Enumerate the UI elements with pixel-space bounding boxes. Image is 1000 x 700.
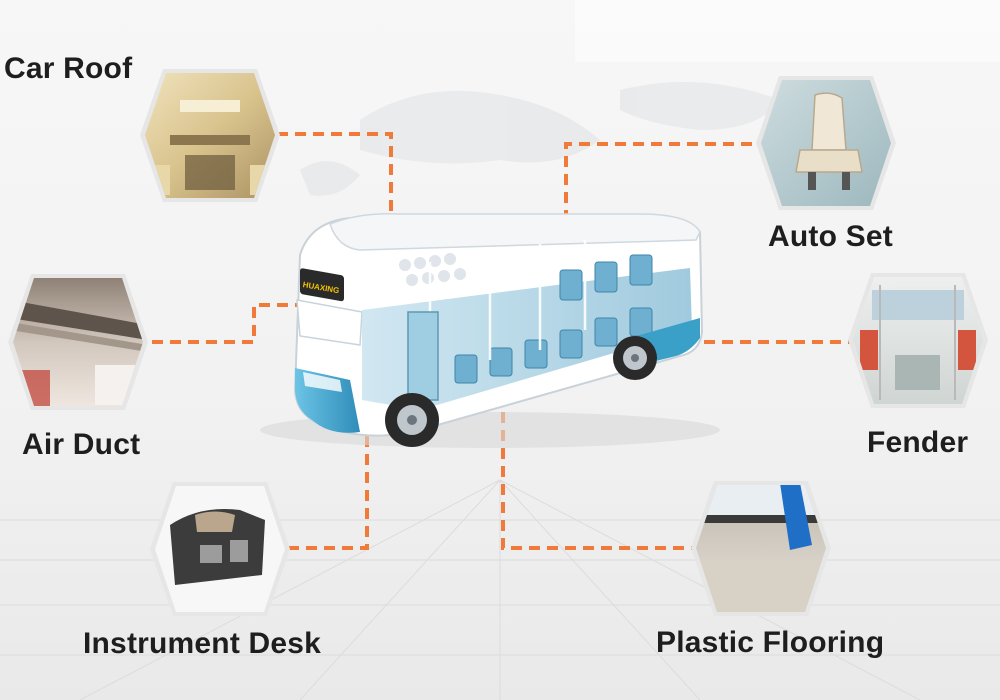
label-plastic-flooring: Plastic Flooring — [656, 626, 885, 659]
background-map-watermark — [300, 82, 780, 196]
bus-front-wheel — [385, 393, 439, 447]
bus-destination-sign — [300, 268, 344, 302]
label-car-roof: Car Roof — [4, 52, 133, 85]
label-air-duct: Air Duct — [22, 428, 141, 461]
top-right-light-panel — [575, 0, 1000, 62]
auto-seat-hexagon — [756, 76, 896, 210]
instrument-desk-hexagon — [150, 482, 290, 616]
bus-interior-cutaway — [362, 268, 692, 410]
plastic-flooring-hexagon — [691, 481, 831, 616]
connector-car-roof — [277, 132, 393, 248]
bus-windshield — [296, 299, 363, 346]
air-duct-hexagon — [8, 274, 148, 410]
bus-illustration: HUAXING — [260, 212, 720, 448]
bus-door — [407, 311, 439, 401]
label-fender: Fender — [867, 426, 969, 459]
car-roof-hexagon — [140, 69, 280, 202]
fender-hexagon — [848, 273, 988, 408]
label-auto-seat: Auto Set — [768, 220, 893, 253]
label-instrument-desk: Instrument Desk — [83, 627, 322, 660]
bus-rear-wheel — [613, 336, 657, 380]
bus-interior-seats — [454, 254, 653, 384]
